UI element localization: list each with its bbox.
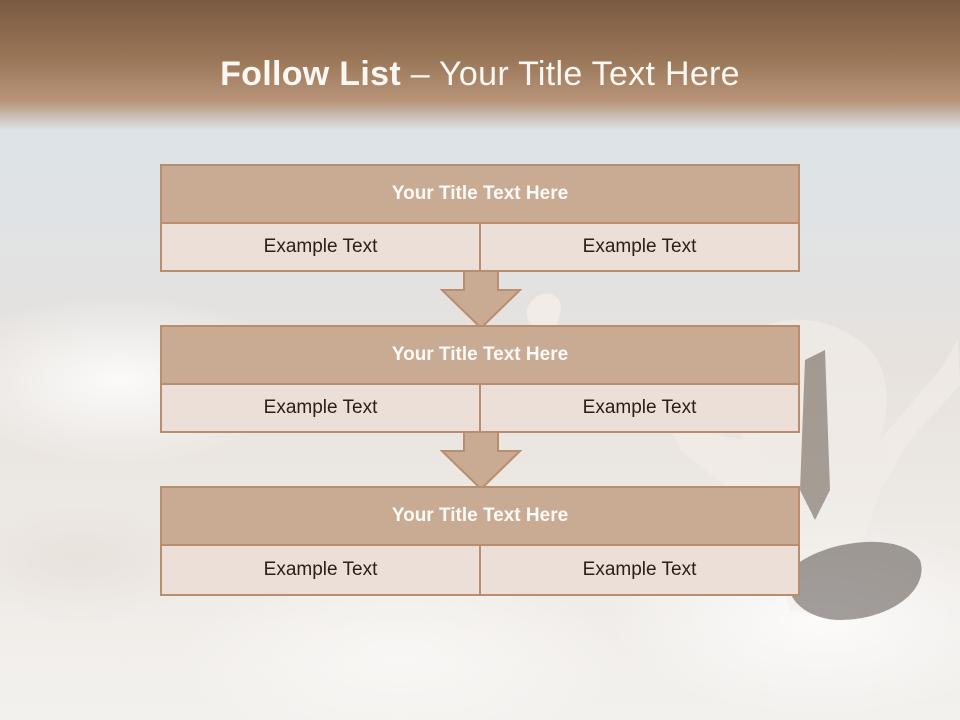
list-block-1: Your Title Text Here Example Text Exampl…	[160, 164, 800, 272]
jumping-person-photo	[665, 319, 960, 620]
block-cell-right: Example Text	[479, 546, 798, 594]
block-cell-left: Example Text	[162, 385, 479, 431]
block-title: Your Title Text Here	[162, 327, 798, 385]
title-bold: Follow List	[220, 55, 401, 93]
list-block-3: Your Title Text Here Example Text Exampl…	[160, 486, 800, 596]
title-bar	[0, 0, 960, 130]
block-cell-left: Example Text	[162, 224, 479, 270]
block-title: Your Title Text Here	[162, 488, 798, 546]
block-cell-right: Example Text	[479, 385, 798, 431]
title-rest: – Your Title Text Here	[400, 55, 740, 93]
block-cell-left: Example Text	[162, 546, 479, 594]
block-title: Your Title Text Here	[162, 166, 798, 224]
block-cell-right: Example Text	[479, 224, 798, 270]
down-arrow-icon	[440, 431, 522, 491]
down-arrow-icon	[440, 270, 522, 330]
list-block-2: Your Title Text Here Example Text Exampl…	[160, 325, 800, 433]
raised-fist-photo	[526, 293, 562, 328]
slide-title: Follow List – Your Title Text Here	[0, 55, 960, 94]
